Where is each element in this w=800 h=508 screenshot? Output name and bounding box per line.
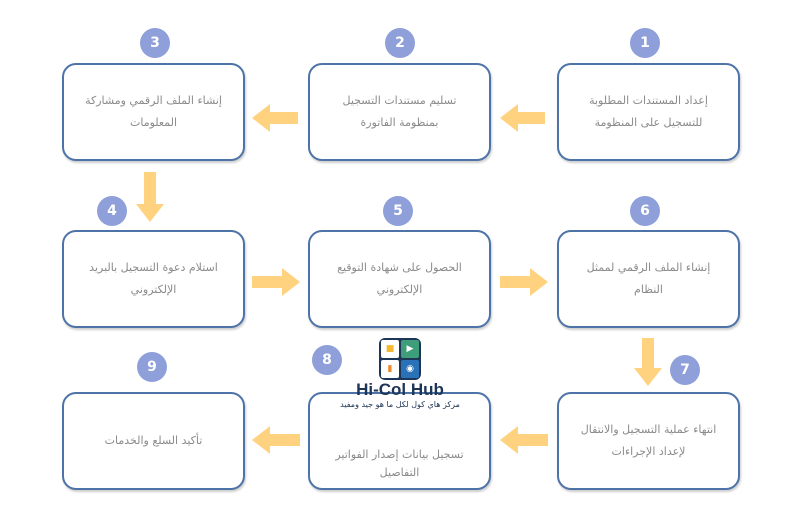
hi-col-hub-logo: ■ ▶ ▮ ◉ Hi-Col Hub مركز هاي كول لكل ما ه… — [330, 338, 470, 410]
step-text: انتهاء عملية التسجيل والانتقال لإعداد ال… — [580, 423, 717, 458]
step-number-6: 6 — [630, 196, 660, 226]
step-box-3: إنشاء الملف الرقمي ومشاركة المعلومات — [62, 63, 245, 161]
step-text: إنشاء الملف الرقمي ومشاركة المعلومات — [85, 94, 222, 129]
arrow-down-icon — [634, 338, 662, 386]
arrow-left-icon — [252, 426, 300, 454]
step-text: استلام دعوة التسجيل بالبريد الإلكتروني — [89, 261, 218, 296]
step-box-2: تسليم مستندات التسجيل بمنظومة الفاتورة — [308, 63, 491, 161]
step-text: الحصول على شهادة التوقيع الإلكتروني — [337, 261, 462, 296]
book-icon: ▮ — [381, 360, 399, 378]
arrow-left-icon — [500, 426, 548, 454]
logo-subtitle: مركز هاي كول لكل ما هو جيد ومفيد — [330, 399, 470, 410]
arrow-down-icon — [136, 172, 164, 222]
play-icon: ▶ — [401, 340, 419, 358]
arrow-left-icon — [500, 104, 545, 132]
step-box-5: الحصول على شهادة التوقيع الإلكتروني — [308, 230, 491, 328]
step-number-4: 4 — [97, 196, 127, 226]
step-number-2: 2 — [385, 28, 415, 58]
camera-icon: ◉ — [401, 360, 419, 378]
logo-title: Hi-Col Hub — [356, 380, 444, 399]
step-number-3: 3 — [140, 28, 170, 58]
step-number-9: 9 — [137, 352, 167, 382]
arrow-right-icon — [252, 268, 300, 296]
step-text: تسليم مستندات التسجيل بمنظومة الفاتورة — [342, 94, 457, 129]
step-box-7: انتهاء عملية التسجيل والانتقال لإعداد ال… — [557, 392, 740, 490]
step-box-6: إنشاء الملف الرقمي لممثل النظام — [557, 230, 740, 328]
step-number-5: 5 — [383, 196, 413, 226]
step-text: إنشاء الملف الرقمي لممثل النظام — [586, 261, 711, 296]
step-text: تأكيد السلع والخدمات — [104, 434, 203, 447]
step-number-1: 1 — [630, 28, 660, 58]
step-text: إعداد المستندات المطلوبة للتسجيل على الم… — [589, 94, 708, 129]
step-box-9: تأكيد السلع والخدمات — [62, 392, 245, 490]
chat-bubble-icon: ■ — [381, 340, 399, 358]
step-number-7: 7 — [670, 355, 700, 385]
step-box-4: استلام دعوة التسجيل بالبريد الإلكتروني — [62, 230, 245, 328]
arrow-right-icon — [500, 268, 548, 296]
step-text: تسجيل بيانات إصدار الفواتير التفاصيل — [335, 448, 464, 479]
logo-icon-grid: ■ ▶ ▮ ◉ — [379, 338, 421, 380]
step-number-8: 8 — [312, 345, 342, 375]
arrow-left-icon — [252, 104, 298, 132]
step-box-1: إعداد المستندات المطلوبة للتسجيل على الم… — [557, 63, 740, 161]
